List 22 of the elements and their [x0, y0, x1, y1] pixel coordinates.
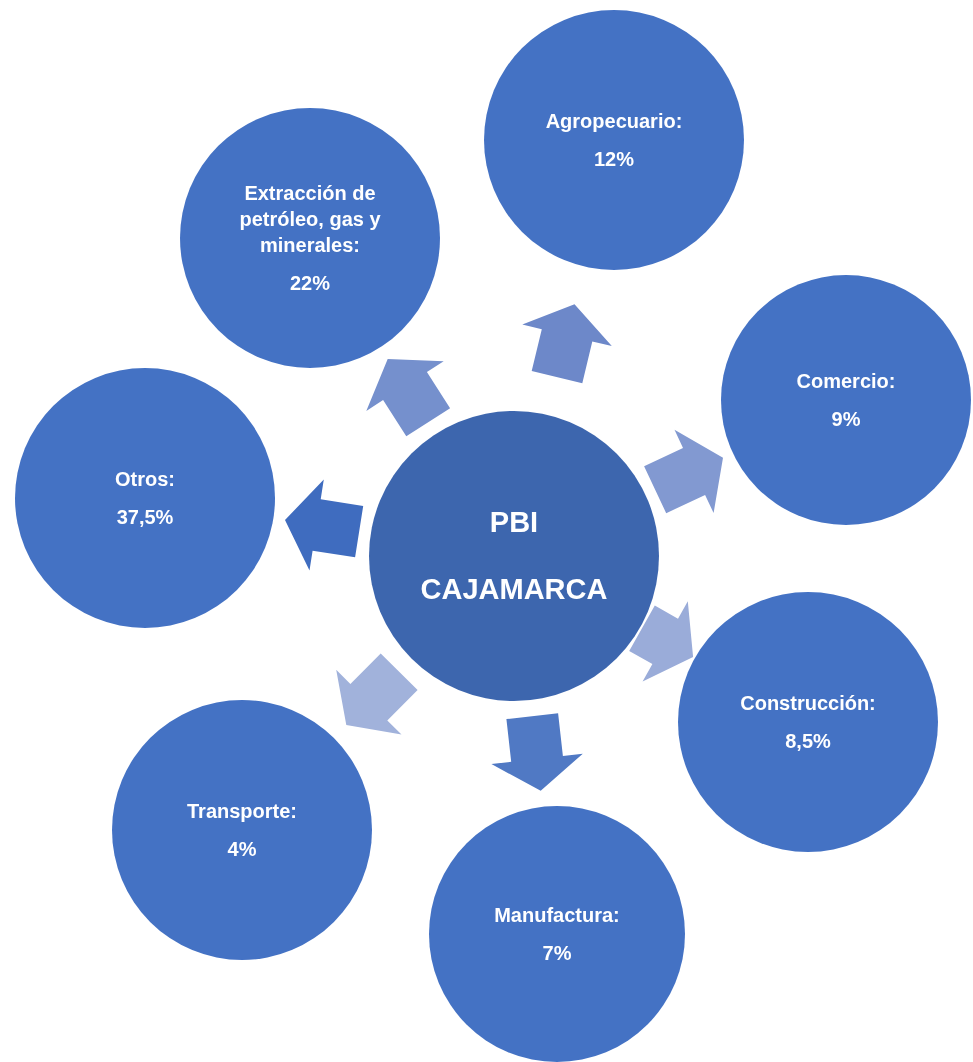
block-arrow — [644, 429, 723, 514]
circle-label: 22% — [290, 271, 330, 296]
circle-label: Construcción: — [740, 691, 876, 716]
circle-label: PBI CAJAMARCA — [419, 505, 609, 607]
circle-label: 4% — [227, 837, 257, 862]
block-arrow — [491, 713, 583, 791]
block-arrow — [366, 359, 451, 437]
circle-label: Manufactura: — [494, 903, 620, 928]
circle-label: Otros: — [115, 467, 175, 492]
block-arrow — [629, 601, 694, 682]
circle-label: 7% — [542, 941, 572, 966]
circle-label: 9% — [831, 407, 861, 432]
circle-label: 37,5% — [116, 505, 174, 530]
circle-label: Comercio: — [796, 369, 896, 394]
circle-label: Transporte: — [187, 799, 297, 824]
block-arrow — [522, 304, 612, 384]
circle-label: 12% — [594, 147, 634, 172]
circle-label: Extracción de petróleo, gas y minerales: — [238, 181, 382, 258]
circle-label: 8,5% — [785, 729, 831, 754]
circle-label: Agropecuario: — [545, 109, 683, 134]
block-arrow — [336, 653, 418, 735]
block-arrow — [285, 479, 364, 571]
